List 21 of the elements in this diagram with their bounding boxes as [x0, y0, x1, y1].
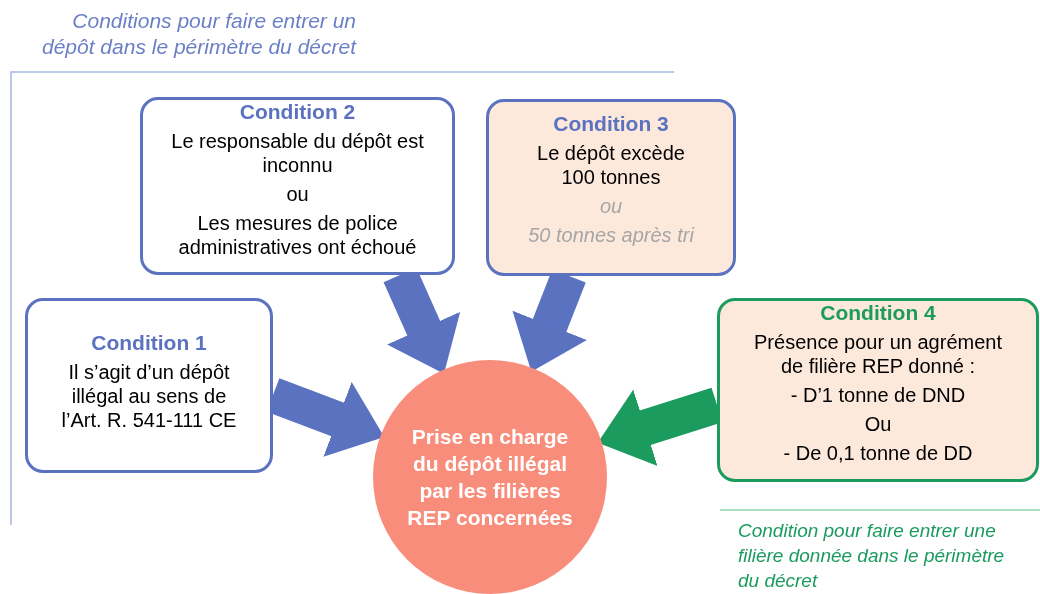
- outcome-text: Prise en charge du dépôt illégal par les filières REP concernées: [407, 424, 573, 531]
- condition-text: Ou: [864, 412, 892, 436]
- scope-note: Condition pour faire entrer une filière donnée dans le périmètre du décret: [738, 519, 1006, 593]
- condition-heading: Condition 1: [91, 331, 207, 355]
- condition-box: [717, 298, 1039, 482]
- condition-text: ou: [286, 182, 309, 206]
- condition-heading: Condition 3: [553, 112, 669, 136]
- scope-note: Conditions pour faire entrer un dépôt dans le périmètre du décret: [40, 8, 356, 60]
- condition-box: [140, 97, 455, 275]
- condition-text: Les mesures de police administratives ont échoué: [177, 211, 418, 259]
- condition-box: [25, 298, 273, 473]
- condition-text: - D’1 tonne de DND: [790, 383, 966, 407]
- condition-heading: Condition 4: [820, 301, 936, 325]
- condition-text: Présence pour un agrément de filière REP donné :: [753, 330, 1003, 378]
- condition-box: [486, 99, 736, 276]
- condition-text: Il s’agit d’un dépôt illégal au sens de l’Art. R. 541-111 CE: [60, 360, 238, 432]
- condition-text: - De 0,1 tonne de DD: [783, 441, 973, 465]
- condition-text: Le dépôt excède 100 tonnes: [536, 141, 686, 189]
- condition-text: 50 tonnes après tri: [528, 223, 694, 247]
- condition-heading: Condition 2: [239, 100, 356, 124]
- condition-text: ou: [599, 194, 623, 218]
